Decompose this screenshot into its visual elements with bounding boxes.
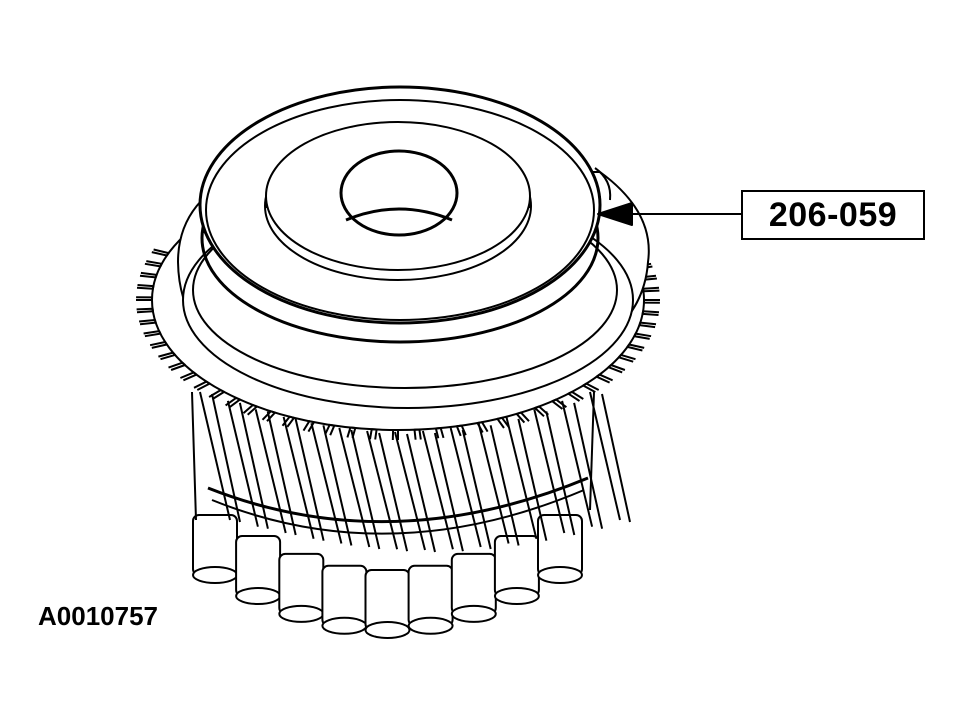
helical-tooth-edge — [322, 425, 353, 546]
helical-gear-outline-right — [589, 391, 595, 511]
sync-tooth — [643, 299, 660, 304]
helical-tooth-edge — [449, 427, 482, 548]
helical-tooth-edge — [421, 430, 454, 550]
helical-tooth-edge — [601, 393, 631, 523]
helical-tooth-edge — [199, 391, 231, 521]
helical-tooth-edge — [294, 418, 325, 541]
bearing-roller-end — [192, 566, 238, 584]
helical-tooth-edge — [573, 402, 604, 529]
helical-tooth-edge — [461, 429, 492, 550]
bearing-roller-end — [493, 587, 540, 605]
sync-tooth — [638, 321, 657, 329]
tool-callout-box: 206-059 — [741, 190, 925, 240]
bearing-roller-end — [537, 566, 583, 584]
sync-tooth — [626, 343, 645, 352]
bearing-roller-end — [450, 604, 497, 623]
helical-tooth-edge — [545, 411, 576, 536]
tool-callout-label: 206-059 — [768, 195, 898, 234]
helical-tooth-edge — [378, 432, 409, 552]
figure-id: A0010757 — [38, 601, 158, 631]
sync-tooth — [369, 428, 378, 440]
sync-tooth — [641, 310, 660, 316]
helical-tooth-edge — [406, 433, 436, 553]
bearing-roller-end — [235, 587, 282, 605]
cone-top-inner — [205, 99, 595, 321]
helical-tooth-edge — [394, 431, 426, 551]
sync-tooth — [324, 423, 336, 436]
sync-tooth — [455, 424, 467, 437]
helical-tooth-edge — [505, 416, 538, 539]
helical-gear-outline-left — [191, 391, 197, 521]
sync-tooth — [151, 248, 170, 257]
bearing-rollers — [192, 514, 583, 639]
sync-tooth — [136, 307, 154, 314]
bearing-roller-end — [364, 621, 411, 639]
helical-tooth-edge — [266, 411, 297, 536]
helical-tooth-edge — [282, 416, 315, 539]
helical-tooth-edge — [338, 427, 371, 548]
sync-tooth — [158, 351, 176, 361]
helical-tooth-edge — [589, 391, 621, 521]
sync-tooth — [136, 284, 155, 290]
helical-tooth-edge — [226, 400, 259, 527]
sync-tooth — [434, 427, 445, 439]
helical-tooth-edge — [489, 425, 520, 546]
sync-tooth — [149, 341, 168, 349]
sync-tooth — [144, 260, 163, 268]
bearing-roller-end — [278, 604, 325, 623]
helical-tooth-edge — [254, 409, 287, 534]
helical-tooth-edge — [477, 423, 510, 544]
helical-tooth-edge — [310, 423, 343, 544]
hub-side — [265, 196, 531, 208]
helical-tooth-edge — [533, 409, 566, 534]
sync-tooth — [642, 286, 660, 293]
sync-tooth — [143, 330, 162, 338]
bore-opening — [339, 149, 459, 237]
helical-gear-teeth — [199, 391, 631, 553]
helical-tooth-edge — [433, 432, 464, 552]
sync-tooth — [633, 332, 652, 340]
helical-tooth-edge — [350, 429, 381, 550]
bore-inner-edge — [345, 207, 453, 222]
rotation-arc-mark — [594, 167, 612, 201]
bearing-roller-end — [321, 616, 368, 635]
helical-tooth-edge — [366, 430, 399, 550]
callout-arrowhead — [597, 202, 633, 226]
helical-tooth-edge — [211, 393, 241, 523]
bearing-roller-end — [407, 616, 454, 635]
sync-tooth — [139, 271, 158, 279]
helical-tooth-edge — [238, 402, 269, 529]
sync-tooth — [413, 428, 422, 440]
helical-tooth-edge — [517, 418, 548, 541]
bearing-cage-ring — [207, 476, 589, 524]
helical-tooth-edge — [561, 400, 594, 527]
sync-tooth — [136, 296, 153, 301]
sync-tooth — [139, 319, 157, 326]
